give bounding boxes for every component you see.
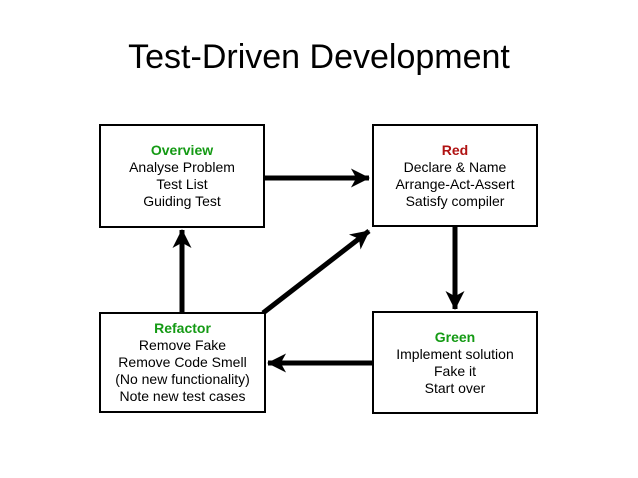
green-box: Green Implement solution Fake it Start o… [372, 311, 538, 414]
refactor-box-line: Note new test cases [119, 388, 246, 404]
green-box-line: Fake it [433, 362, 476, 379]
refactor-box-line: (No new functionality) [115, 371, 250, 387]
overview-box: Overview Analyse Problem Test List Guidi… [99, 124, 265, 228]
refactor-box-line: Remove Code Smell [118, 354, 247, 370]
red-box: Red Declare & Name Arrange-Act-Assert Sa… [372, 124, 538, 227]
overview-box-line: Analyse Problem [129, 159, 235, 175]
red-box-line: Arrange-Act-Assert [395, 175, 515, 192]
overview-box-line: Test List [156, 176, 208, 192]
green-box-title: Green [434, 328, 476, 345]
page-title: Test-Driven Development [128, 38, 510, 76]
green-box-line: Start over [424, 379, 486, 396]
green-box-line: Implement solution [396, 345, 514, 362]
red-box-title: Red [441, 141, 469, 158]
overview-box-title: Overview [150, 142, 214, 158]
refactor-box: Refactor Remove Fake Remove Code Smell (… [99, 312, 266, 413]
red-box-line: Declare & Name [403, 158, 507, 175]
overview-box-line: Guiding Test [143, 193, 221, 209]
red-box-line: Satisfy compiler [405, 192, 505, 209]
refactor-box-title: Refactor [154, 320, 211, 336]
refactor-box-line: Remove Fake [138, 337, 227, 353]
arrow-refactor-to-red [261, 229, 371, 315]
